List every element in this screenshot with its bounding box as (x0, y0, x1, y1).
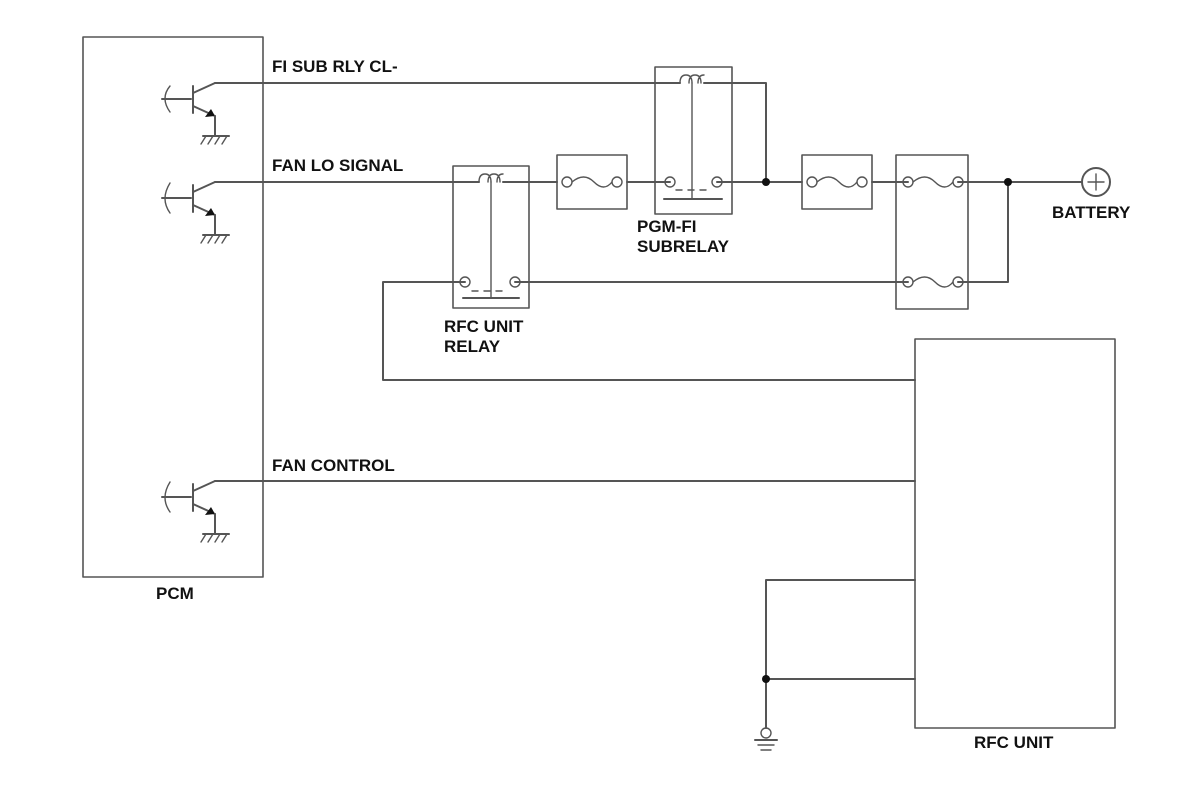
relay-switch-icon (663, 176, 723, 200)
rfc-unit-box (914, 338, 1116, 729)
fuse-icon (902, 176, 964, 188)
wire-rfc-relay-to-unit (382, 281, 916, 381)
label-pgm-fi-1: PGM-FI (637, 217, 697, 236)
transistor-icon (161, 480, 216, 535)
label-fi-sub-rly: FI SUB RLY CL- (272, 57, 398, 76)
ground-icon (200, 533, 230, 543)
wire-pgm-coil-out (703, 82, 767, 182)
relay-switch-icon (459, 276, 521, 299)
transistor-icon (161, 181, 216, 236)
label-pgm-fi-2: SUBRELAY (637, 237, 730, 256)
pcm-box (82, 36, 264, 578)
wire-rfc-ground-1 (765, 579, 916, 729)
fuse-box (895, 154, 969, 310)
label-fan-control: FAN CONTROL (272, 456, 395, 475)
pgm-fi-subrelay (654, 66, 733, 215)
fuse-icon (801, 154, 873, 210)
junction-dot (1004, 178, 1012, 186)
fuse-icon (556, 154, 628, 210)
ground-icon (200, 135, 230, 145)
label-fan-lo-signal: FAN LO SIGNAL (272, 156, 403, 175)
label-rfc-unit: RFC UNIT (974, 733, 1054, 752)
label-rfc-relay-2: RELAY (444, 337, 501, 356)
label-battery: BATTERY (1052, 203, 1131, 222)
junction-dot (762, 675, 770, 683)
junction-dot (762, 178, 770, 186)
rfc-unit-relay (452, 165, 530, 309)
label-pcm: PCM (156, 584, 194, 603)
chassis-ground-icon (754, 727, 778, 751)
wire-fuse-branch (957, 181, 1009, 283)
ground-icon (200, 234, 230, 244)
relay-coil-icon (679, 74, 705, 200)
fuse-icon (902, 276, 964, 288)
transistor-icon (161, 82, 216, 137)
battery-plus-icon (1081, 167, 1111, 197)
relay-coil-icon (478, 173, 504, 299)
label-rfc-relay-1: RFC UNIT (444, 317, 524, 336)
